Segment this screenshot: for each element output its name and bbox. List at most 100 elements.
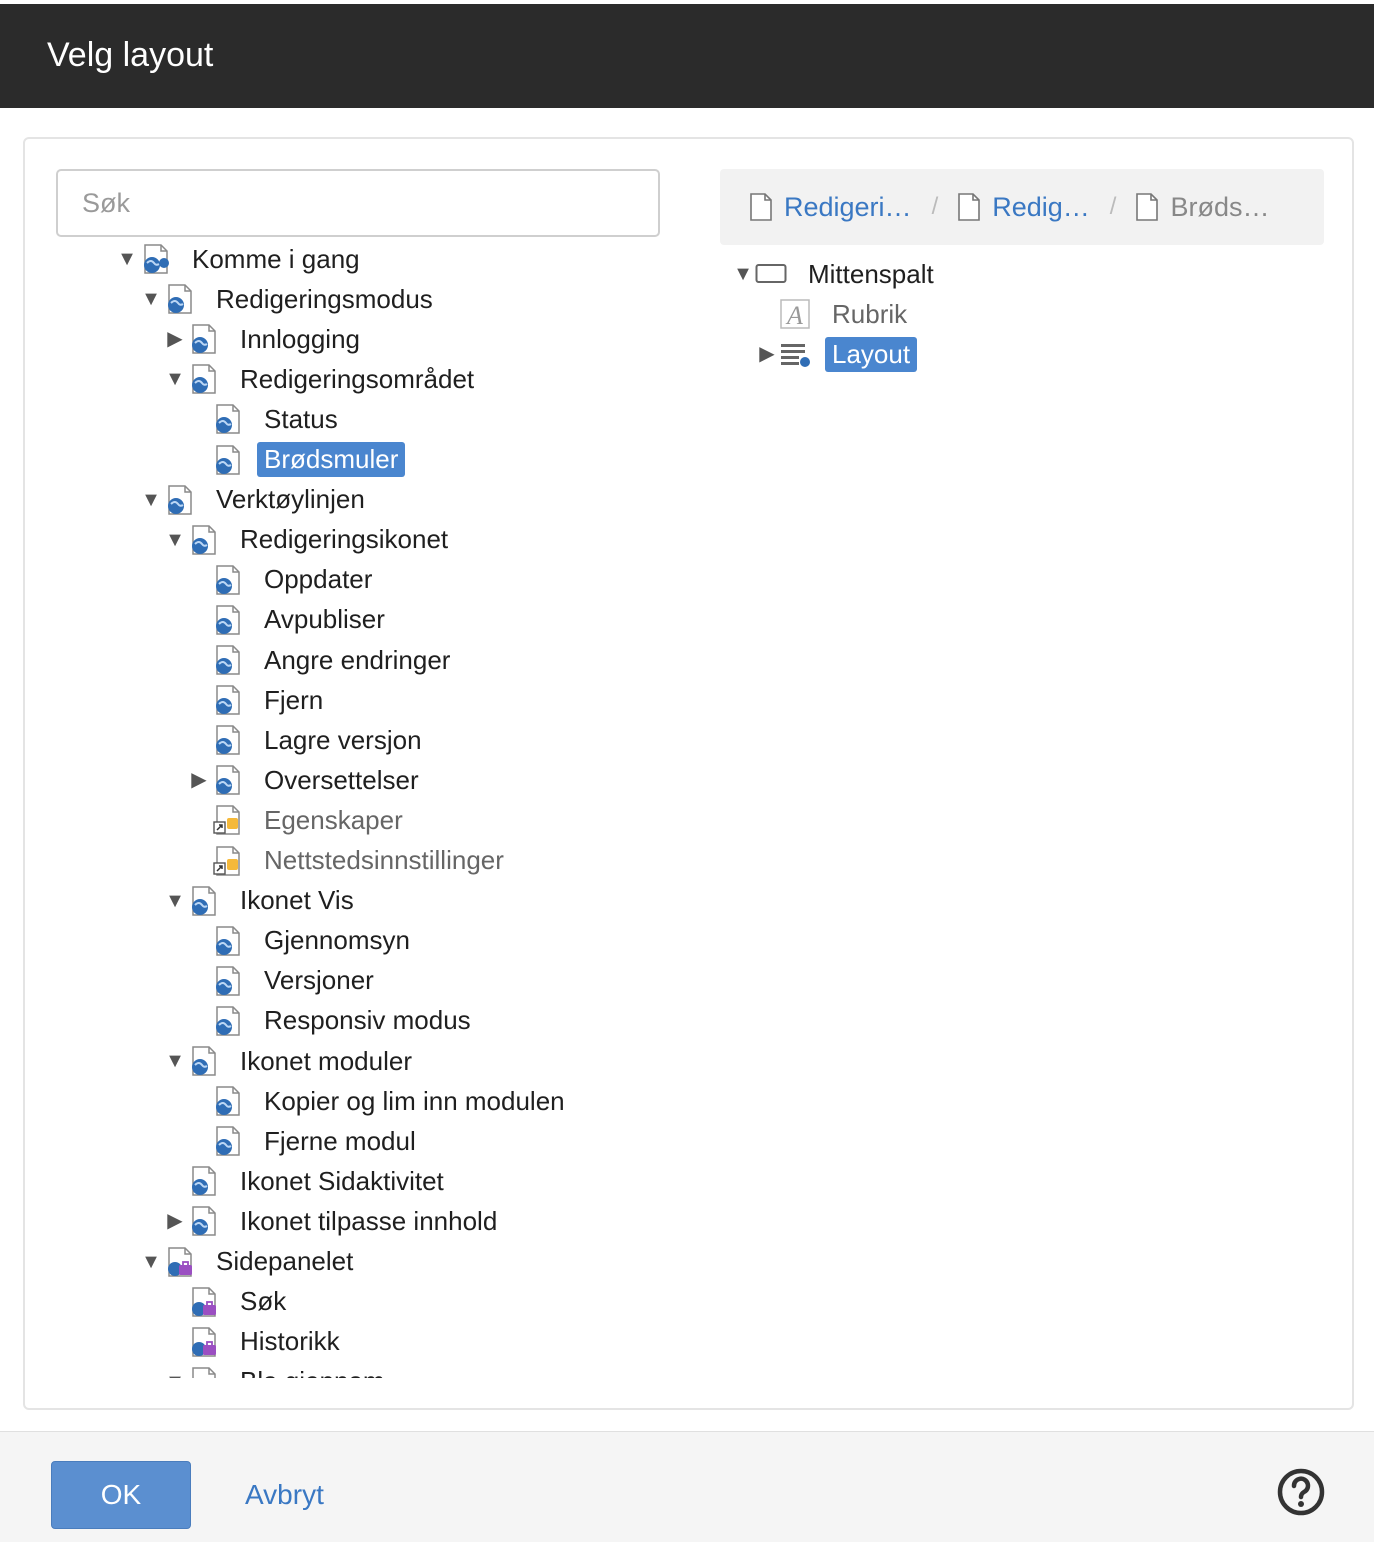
region-icon xyxy=(755,258,787,290)
page-tree-row[interactable]: ▶Historikk xyxy=(163,1322,347,1362)
page-tree-row[interactable]: ▶Fjerne modul xyxy=(187,1121,423,1161)
page-tree-row[interactable]: ▶ Oversettelser xyxy=(187,760,426,800)
collapse-toggle-icon[interactable]: ▼ xyxy=(141,288,161,311)
page-globe-icon xyxy=(211,403,243,435)
page-tree-row[interactable]: ▶Nettstedsinnstillinger xyxy=(187,841,511,881)
page-tree-row[interactable]: ▼ Ikonet moduler xyxy=(163,1041,419,1081)
breadcrumb-item[interactable]: Redig… xyxy=(958,192,1090,223)
page-toolbox-icon xyxy=(187,1366,219,1378)
search-input[interactable] xyxy=(56,169,660,237)
page-globe-icon xyxy=(187,524,219,556)
page-globe-icon xyxy=(187,363,219,395)
breadcrumb-label: Brøds… xyxy=(1170,191,1270,222)
dialog-content-panel: ▼Komme i gang▼Redigeringsmodus▶Innloggin… xyxy=(23,137,1354,1410)
collapse-toggle-icon[interactable]: ▼ xyxy=(141,1250,161,1273)
page-globe-icon xyxy=(211,644,243,676)
collapse-toggle-icon[interactable]: ▼ xyxy=(165,368,185,391)
page-tree-label: Fjerne modul xyxy=(264,1125,416,1156)
page-tree-row[interactable]: ▶Søk xyxy=(163,1282,293,1322)
page-tree-row[interactable]: ▶Avpubliser xyxy=(187,600,392,640)
breadcrumb-item[interactable]: Redigeri… xyxy=(750,192,912,223)
page-tree-row[interactable]: ▶Responsiv modus xyxy=(187,1001,478,1041)
expand-toggle-icon[interactable]: ▶ xyxy=(759,343,775,365)
page-globe-icon xyxy=(211,925,243,957)
page-tree-row[interactable]: ▶Ikonet Sidaktivitet xyxy=(163,1161,451,1201)
page-tree-row[interactable]: ▶Fjern xyxy=(187,680,330,720)
page-tree-row[interactable]: ▼Redigeringsikonet xyxy=(163,520,455,560)
cancel-link[interactable]: Avbryt xyxy=(245,1479,324,1510)
svg-text:A: A xyxy=(785,301,803,330)
collapse-toggle-icon[interactable]: ▼ xyxy=(165,1050,185,1072)
page-tree-row[interactable]: ▶Oppdater xyxy=(187,560,379,600)
layout-module-icon xyxy=(779,338,811,370)
expand-toggle-icon[interactable]: ▶ xyxy=(167,1210,183,1233)
page-tree-row[interactable]: ▶Angre endringer xyxy=(187,640,457,680)
page-tree-row[interactable]: ▼Verktøylinjen xyxy=(139,480,372,520)
module-tree-row[interactable]: ▶Layout xyxy=(755,334,918,374)
dialog-footer: OK Avbryt xyxy=(0,1431,1374,1542)
page-tree-row[interactable]: ▶Lagre versjon xyxy=(187,720,429,760)
document-icon xyxy=(750,193,772,221)
page-tree-label: Sidepanelet xyxy=(216,1246,354,1276)
breadcrumb-item: Brøds… xyxy=(1136,192,1269,223)
page-tree-label: Kopier og lim inn modulen xyxy=(264,1085,565,1116)
page-tree-label: Fjern xyxy=(264,684,324,715)
page-tree-label: Ikonet Sidaktivitet xyxy=(240,1165,444,1196)
page-toolbox-icon xyxy=(163,1246,195,1278)
page-tree-label: Oppdater xyxy=(264,564,373,595)
page-globe-icon xyxy=(187,885,219,917)
page-tree-label: Angre endringer xyxy=(264,644,451,675)
breadcrumb-label[interactable]: Redig… xyxy=(992,191,1090,222)
breadcrumb-label[interactable]: Redigeri… xyxy=(784,191,912,222)
collapse-toggle-icon[interactable]: ▼ xyxy=(165,528,185,551)
page-tree-row[interactable]: ▶ Ikonet tilpasse innhold xyxy=(163,1201,504,1241)
page-tree-row[interactable]: ▶Kopier og lim inn modulen xyxy=(187,1081,572,1121)
module-tree-label: Mittenspalt xyxy=(808,258,934,289)
page-tree-row[interactable]: ▼ Sidepanelet xyxy=(139,1242,360,1282)
page-tree-label: Oversettelser xyxy=(264,764,419,795)
help-circle-icon[interactable] xyxy=(1276,1467,1326,1517)
page-tree-row[interactable]: ▶Egenskaper xyxy=(187,800,410,840)
page-globe-icon xyxy=(211,1085,243,1117)
page-tree-label: Ikonet tilpasse innhold xyxy=(240,1205,498,1236)
page-globe-icon xyxy=(187,323,219,355)
breadcrumb-separator: / xyxy=(1109,193,1117,220)
page-tree-row[interactable]: ▼Komme i gang xyxy=(115,239,367,279)
page-tree-label: Lagre versjon xyxy=(264,724,422,755)
page-tree-row[interactable]: ▶Versjoner xyxy=(187,961,381,1001)
page-tree-label: Responsiv modus xyxy=(264,1005,471,1036)
module-tree-label: Rubrik xyxy=(832,298,908,329)
expand-toggle-icon[interactable]: ▶ xyxy=(167,328,183,351)
page-tree-row[interactable]: ▼Redigeringsområdet xyxy=(163,359,481,399)
page-tree-label: Ikonet moduler xyxy=(240,1045,412,1076)
page-tree-label: Bla gjennom xyxy=(233,1364,392,1378)
page-tree-label: Nettstedsinnstillinger xyxy=(264,845,504,875)
page-globe-icon xyxy=(211,965,243,997)
collapse-toggle-icon[interactable]: ▼ xyxy=(165,889,185,912)
collapse-toggle-icon[interactable]: ▼ xyxy=(163,1362,187,1378)
collapse-toggle-icon[interactable]: ▼ xyxy=(733,263,753,285)
page-tree-row[interactable]: ▼Ikonet Vis xyxy=(163,881,361,921)
page-tree-label: Status xyxy=(264,403,338,434)
page-tree-label: Avpubliser xyxy=(264,604,385,635)
page-tree-row[interactable]: ▶Innlogging xyxy=(163,319,367,359)
page-tree-row[interactable]: ▼Redigeringsmodus xyxy=(139,279,440,319)
module-tree-row[interactable]: ▼ Mittenspalt xyxy=(731,254,941,294)
document-icon xyxy=(958,193,981,221)
page-tree-row[interactable]: ▶Brødsmuler xyxy=(187,440,406,480)
page-globe-icon xyxy=(211,1005,243,1037)
page-toolbox-icon xyxy=(187,1326,219,1358)
page-globe-icon xyxy=(163,283,195,315)
page-tree-row[interactable]: ▶Status xyxy=(187,399,345,439)
ok-button[interactable]: OK xyxy=(51,1461,191,1529)
page-globe-icon xyxy=(211,724,243,756)
collapse-toggle-icon[interactable]: ▼ xyxy=(117,248,137,270)
page-tree-row[interactable]: ▼ Bla gjennom xyxy=(163,1362,392,1378)
page-globe-icon xyxy=(187,1045,219,1077)
collapse-toggle-icon[interactable]: ▼ xyxy=(141,488,161,511)
expand-toggle-icon[interactable]: ▶ xyxy=(191,769,207,792)
page-tree-row[interactable]: ▶Gjennomsyn xyxy=(187,921,417,961)
page-tree-label: Versjoner xyxy=(264,965,374,996)
site-globe-icon xyxy=(139,243,171,275)
